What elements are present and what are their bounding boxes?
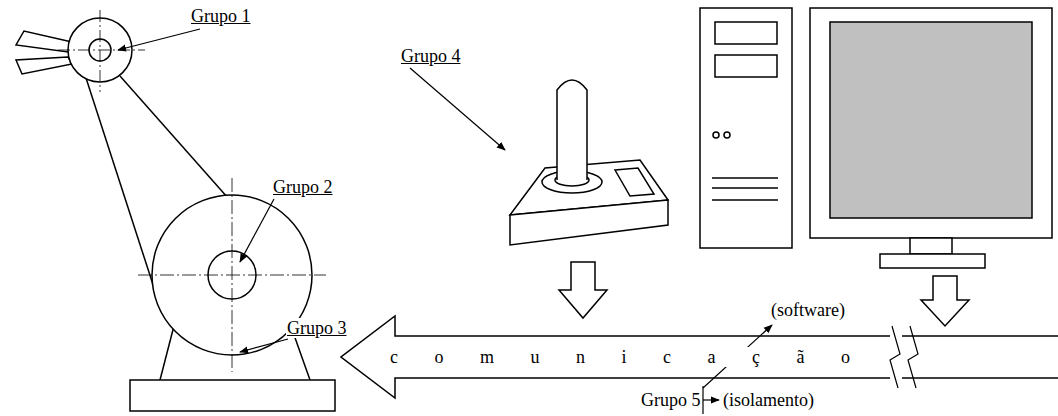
- group-label: Grupo 4: [400, 46, 462, 66]
- center-line: [58, 50, 145, 51]
- leader-line: [118, 29, 200, 50]
- arm-line: [120, 76, 228, 198]
- note-label: (isolamento): [722, 390, 815, 410]
- break-mark: [908, 326, 918, 388]
- communication-label: c o m u n i c a ç ã o: [390, 347, 866, 367]
- group-bar: [702, 386, 703, 414]
- leader-line: [410, 68, 505, 150]
- gripper-jaw: [16, 31, 72, 52]
- vent-line: [712, 199, 778, 201]
- group-label: Grupo 3: [286, 318, 348, 338]
- group-label: Grupo 2: [272, 177, 334, 197]
- robot-base: [130, 380, 335, 411]
- drive-bay: [715, 22, 777, 44]
- group-label: Grupo 5: [640, 390, 702, 410]
- joystick-base: [510, 200, 668, 245]
- monitor-foot: [880, 254, 985, 268]
- flow-arrow: [559, 262, 607, 318]
- vent-line: [712, 177, 778, 179]
- joystick-stick: [557, 80, 587, 180]
- button: [713, 132, 719, 138]
- button: [724, 132, 730, 138]
- arrow-outline: [341, 316, 1058, 398]
- arm-line: [86, 78, 158, 300]
- center-line: [100, 10, 101, 92]
- monitor-stand: [910, 238, 952, 254]
- break-mark: [890, 326, 900, 388]
- leader-line: [240, 199, 274, 262]
- gripper-jaw: [16, 57, 72, 74]
- monitor-screen: [830, 22, 1032, 218]
- communication-arrow: c o m u n i c a ç ã o: [340, 312, 1058, 402]
- computer-tower: [700, 8, 792, 248]
- drive-bay: [715, 55, 777, 77]
- leader-line: [703, 399, 719, 400]
- vent-line: [712, 187, 778, 189]
- group-label: Grupo 1: [190, 6, 252, 26]
- leader-line: [240, 339, 288, 352]
- center-line: [232, 178, 233, 372]
- monitor: [810, 8, 1052, 238]
- flow-arrow: [921, 276, 969, 326]
- joystick-panel: [615, 168, 654, 196]
- note-label: (software): [770, 300, 846, 320]
